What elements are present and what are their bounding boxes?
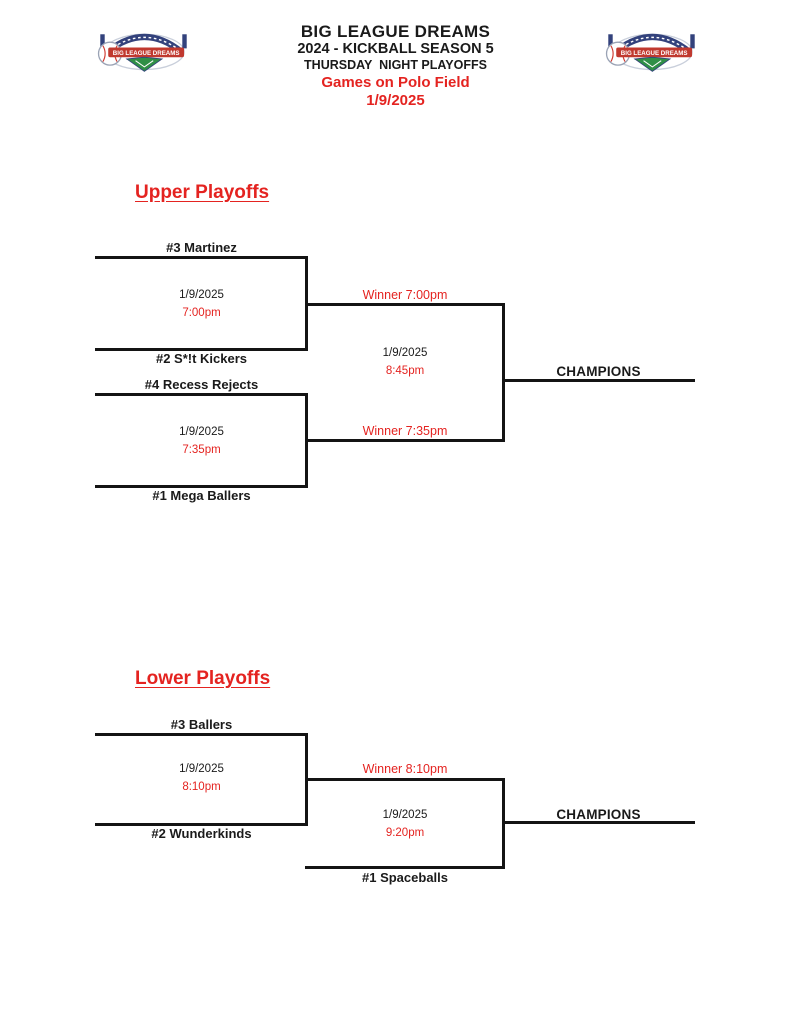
match-time: 7:00pm	[182, 307, 221, 319]
event-date: 1/9/2025	[366, 92, 425, 109]
bracket-line	[95, 485, 308, 488]
winner-slot-label: Winner 8:10pm	[362, 762, 448, 776]
season-subtitle: 2024 - KICKBALL SEASON 5	[297, 41, 494, 57]
team-label: #2 Wunderkinds	[151, 826, 252, 841]
champions-label: CHAMPIONS	[556, 807, 641, 822]
bracket-line	[305, 778, 505, 781]
team-label: #4 Recess Rejects	[144, 377, 259, 392]
final-date: 1/9/2025	[382, 347, 428, 359]
logo-banner-text: BIG LEAGUE DREAMS	[621, 50, 688, 57]
bracket-line	[95, 256, 308, 259]
bracket-line	[95, 823, 308, 826]
bracket-line	[305, 866, 505, 869]
logo-banner-text: BIG LEAGUE DREAMS	[113, 50, 180, 57]
winner-slot-label: Winner 7:35pm	[362, 424, 448, 438]
match-date: 1/9/2025	[179, 763, 224, 775]
big-league-dreams-logo-left: BIG LEAGUE DREAMS	[97, 33, 187, 72]
team-label: #3 Martinez	[166, 240, 237, 255]
lower-playoffs-heading: Lower Playoffs	[135, 668, 271, 689]
match-date: 1/9/2025	[179, 426, 224, 438]
venue-line: Games on Polo Field	[321, 74, 470, 91]
big-league-dreams-logo-right: BIG LEAGUE DREAMS	[605, 33, 695, 72]
match-time: 7:35pm	[182, 444, 221, 456]
bracket-line	[502, 303, 505, 442]
event-subtitle: THURSDAY NIGHT PLAYOFFS	[304, 58, 487, 72]
match-time: 8:10pm	[182, 781, 221, 793]
final-date: 1/9/2025	[382, 809, 428, 821]
bracket-line	[305, 303, 505, 306]
bracket-line	[95, 348, 308, 351]
winner-slot-label: Winner 7:00pm	[362, 288, 448, 302]
team-label: #1 Spaceballs	[362, 870, 448, 885]
upper-playoffs-heading: Upper Playoffs	[135, 182, 270, 203]
match-date: 1/9/2025	[179, 289, 224, 301]
bracket-line	[95, 733, 308, 736]
bracket-line	[305, 439, 505, 442]
team-label: #3 Ballers	[170, 717, 233, 732]
bracket-line	[95, 393, 308, 396]
final-time: 9:20pm	[385, 827, 425, 839]
team-label: #1 Mega Ballers	[152, 488, 251, 503]
bracket-line	[502, 379, 695, 382]
page-title: BIG LEAGUE DREAMS	[300, 22, 491, 41]
champions-label: CHAMPIONS	[556, 364, 641, 379]
team-label: #2 S*!t Kickers	[155, 351, 248, 366]
bracket-line	[502, 821, 695, 824]
final-time: 8:45pm	[385, 365, 425, 377]
